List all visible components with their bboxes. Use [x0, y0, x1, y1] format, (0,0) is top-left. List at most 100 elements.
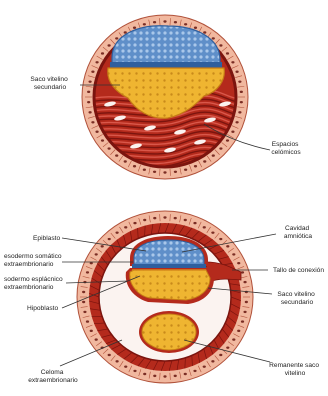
top-cell-nucleus	[203, 160, 206, 162]
top-cell-nucleus	[219, 44, 222, 46]
top-cell-nucleus	[95, 131, 98, 133]
top-cell-nucleus	[133, 27, 136, 29]
top-cell-nucleus	[143, 169, 146, 171]
bottom-cell-nucleus	[174, 375, 177, 377]
bottom-cell-nucleus	[163, 375, 166, 377]
bottom-diagram: Epiblasto esodermo somático extraembrion…	[4, 211, 324, 384]
bottom-cell-nucleus	[86, 271, 89, 273]
bottom-cell-nucleus	[193, 222, 196, 224]
bottom-cell-nucleus	[163, 216, 166, 218]
bottom-cell-nucleus	[219, 238, 222, 240]
top-cell-nucleus	[194, 165, 197, 167]
bottom-secondary-yolk-sac	[130, 270, 210, 300]
top-cell-nucleus	[238, 111, 241, 113]
top-cell-nucleus	[184, 169, 187, 171]
bottom-cell-nucleus	[133, 370, 136, 372]
top-cell-nucleus	[212, 154, 215, 156]
bottom-cell-nucleus	[115, 360, 118, 362]
bottom-cell-nucleus	[232, 338, 235, 340]
top-cell-nucleus	[89, 111, 92, 113]
bottom-cell-nucleus	[95, 253, 98, 255]
top-cell-nucleus	[238, 80, 241, 82]
bottom-cell-nucleus	[184, 373, 187, 375]
top-cell-nucleus	[143, 23, 146, 25]
bottom-cell-nucleus	[237, 262, 240, 264]
bottom-cell-nucleus	[153, 217, 156, 219]
bottom-hypoblast-label: Hipoblasto	[27, 305, 58, 312]
top-diagram: Saco vitelino secundario Espacios celómi…	[30, 15, 301, 180]
top-cell-nucleus	[240, 91, 243, 93]
top-cell-nucleus	[163, 171, 166, 173]
bottom-cell-nucleus	[245, 301, 248, 303]
top-cell-nucleus	[91, 71, 94, 73]
bottom-yolk-sac-label: Saco vitelino secundario	[277, 291, 316, 306]
bottom-splanchnic-mesoderm-label: sodermo esplácnico extraembrionario	[4, 276, 65, 291]
top-cell-nucleus	[174, 171, 177, 173]
top-cell-nucleus	[235, 121, 238, 123]
top-cell-nucleus	[194, 27, 197, 29]
bottom-cell-nucleus	[82, 301, 85, 303]
top-cell-nucleus	[115, 154, 118, 156]
bottom-cell-nucleus	[90, 330, 93, 332]
top-epiblast	[110, 62, 222, 68]
bottom-cell-nucleus	[95, 338, 98, 340]
bottom-cell-nucleus	[243, 281, 246, 283]
bottom-cell-nucleus	[226, 346, 229, 348]
top-yolk-sac-label: Saco vitelino secundario	[30, 76, 69, 91]
top-celomic-label: Espacios celómicos	[271, 141, 301, 156]
top-cell-nucleus	[174, 21, 177, 23]
top-cell-nucleus	[87, 91, 90, 93]
top-cell-nucleus	[107, 147, 110, 149]
bottom-cell-nucleus	[241, 320, 244, 322]
bottom-cell-nucleus	[83, 311, 86, 313]
bottom-cell-nucleus	[101, 245, 104, 247]
bottom-cell-nucleus	[219, 354, 222, 356]
bottom-cell-nucleus	[108, 354, 111, 356]
top-cell-nucleus	[231, 131, 234, 133]
bottom-cell-nucleus	[226, 245, 229, 247]
top-cell-nucleus	[163, 20, 166, 22]
bottom-cell-nucleus	[193, 370, 196, 372]
top-cell-nucleus	[226, 52, 229, 54]
bottom-celom-label: Celoma extraembrionario	[28, 369, 78, 384]
bottom-cell-nucleus	[115, 231, 118, 233]
bottom-cell-nucleus	[86, 320, 89, 322]
top-cell-nucleus	[153, 21, 156, 23]
top-cell-nucleus	[203, 31, 206, 33]
bottom-cell-nucleus	[108, 238, 111, 240]
top-cell-nucleus	[115, 37, 118, 39]
top-cell-nucleus	[240, 101, 243, 103]
bottom-cell-nucleus	[143, 219, 146, 221]
bottom-cell-nucleus	[143, 373, 146, 375]
bottom-cell-nucleus	[243, 311, 246, 313]
top-cell-nucleus	[91, 121, 94, 123]
bottom-cell-nucleus	[184, 219, 187, 221]
bottom-cell-nucleus	[232, 253, 235, 255]
bottom-yolk-sac-remnant	[142, 314, 196, 350]
top-cell-nucleus	[212, 37, 215, 39]
top-cell-nucleus	[231, 61, 234, 63]
bottom-cell-nucleus	[174, 217, 177, 219]
bottom-cell-nucleus	[153, 375, 156, 377]
bottom-cell-nucleus	[82, 291, 85, 293]
bottom-amniotic-cavity-label: Cavidad amniótica	[284, 225, 313, 240]
top-cell-nucleus	[107, 44, 110, 46]
bottom-cell-nucleus	[211, 360, 214, 362]
top-cell-nucleus	[226, 139, 229, 141]
top-cell-nucleus	[89, 80, 92, 82]
top-cell-nucleus	[184, 23, 187, 25]
top-cell-nucleus	[153, 171, 156, 173]
top-cell-nucleus	[235, 71, 238, 73]
bottom-connecting-stalk-label: Tallo de conexión	[273, 267, 324, 274]
bottom-cell-nucleus	[203, 365, 206, 367]
bottom-cell-nucleus	[203, 226, 206, 228]
top-cell-nucleus	[219, 147, 222, 149]
top-cell-nucleus	[101, 52, 104, 54]
bottom-remnant-label: Remanente saco vitelino	[269, 362, 321, 377]
bottom-epiblast-label: Epiblasto	[33, 235, 60, 242]
bottom-cell-nucleus	[211, 231, 214, 233]
bottom-cell-nucleus	[133, 222, 136, 224]
bottom-somatic-mesoderm-label: esodermo somático extraembrionario	[4, 253, 63, 268]
